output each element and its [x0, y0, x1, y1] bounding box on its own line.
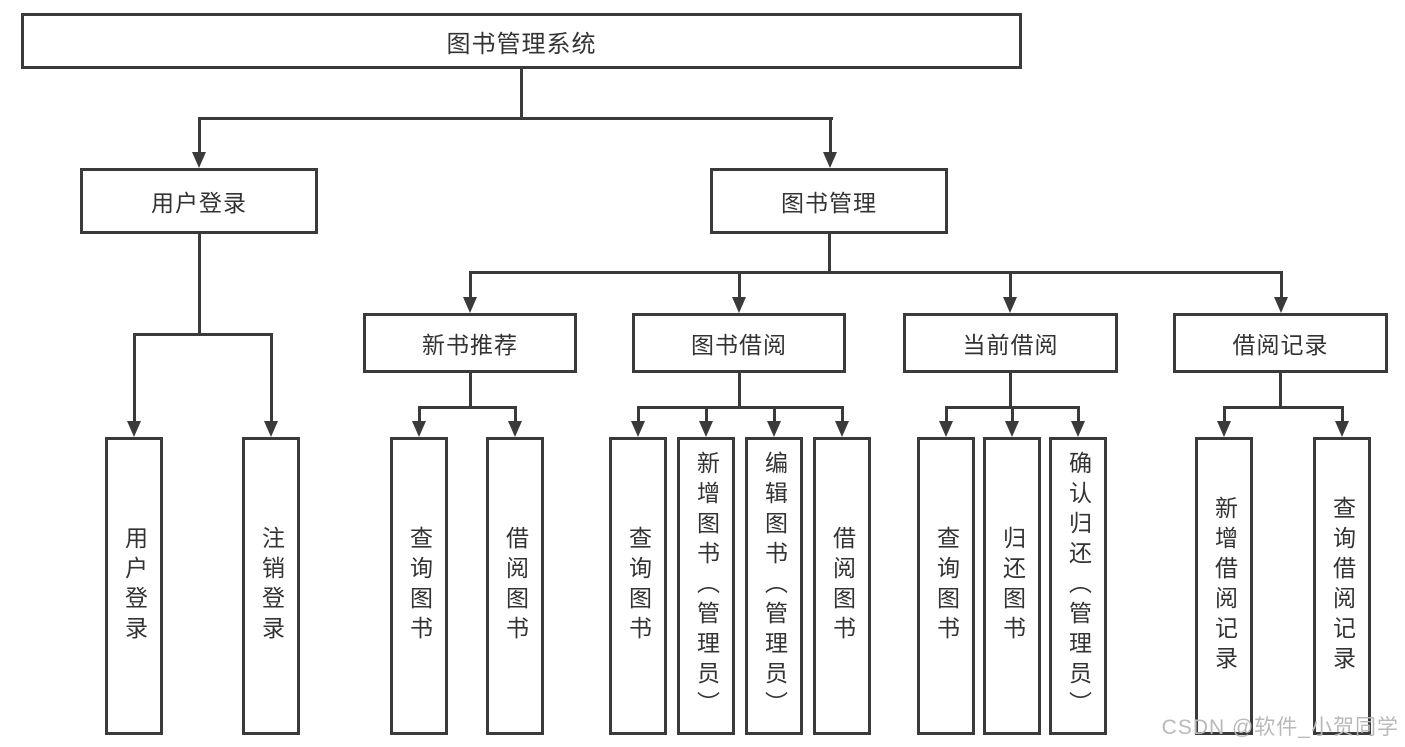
node-book-management-system: 图书管理系统 [21, 13, 1022, 69]
arrow-down-icon [508, 406, 522, 437]
node-new-book-recommendation: 新书推荐 [363, 313, 577, 373]
arrow-down-icon [412, 406, 426, 437]
node-label: 新增借阅记录 [1211, 496, 1238, 676]
node-label: 图书管理 [781, 190, 877, 216]
leaf-bb-edit-books-admin: 编辑图书（管理员） [745, 437, 803, 735]
leaf-logout: 注销登录 [242, 437, 300, 735]
connector-new-book-rail [418, 406, 517, 409]
arrow-down-icon [1335, 406, 1349, 437]
arrow-down-icon [127, 333, 141, 437]
leaf-br-query-record: 查询借阅记录 [1313, 437, 1371, 735]
connector-borrowing-records-rail [1223, 406, 1344, 409]
node-label: 用户登录 [151, 190, 247, 216]
connector-user-login-stem [198, 234, 201, 335]
arrow-down-icon [631, 406, 645, 437]
node-label: 用户登录 [121, 526, 148, 646]
node-current-borrowing: 当前借阅 [903, 313, 1118, 373]
leaf-bb-query-books: 查询图书 [609, 437, 667, 735]
leaf-cb-query-books: 查询图书 [917, 437, 975, 735]
connector-borrowing-records-stem [1279, 373, 1282, 408]
node-label: 图书管理系统 [446, 30, 597, 58]
arrow-down-icon [1274, 271, 1288, 313]
arrow-down-icon [264, 333, 278, 437]
connector-book-borrowing-rail [637, 406, 844, 409]
connector-root-stem [520, 69, 523, 118]
arrow-down-icon [1071, 406, 1085, 437]
node-label: 查询图书 [933, 526, 960, 646]
leaf-cb-return-books: 归还图书 [983, 437, 1041, 735]
connector-book-management-rail [469, 271, 1283, 274]
node-label: 查询借阅记录 [1329, 496, 1356, 676]
leaf-br-add-record: 新增借阅记录 [1195, 437, 1253, 735]
node-label: 注销登录 [258, 526, 285, 646]
leaf-user-login: 用户登录 [105, 437, 163, 735]
node-label: 查询图书 [625, 526, 652, 646]
leaf-nb-borrow-books: 借阅图书 [486, 437, 544, 735]
arrow-down-icon [1005, 406, 1019, 437]
node-label: 新书推荐 [422, 332, 518, 358]
connector-book-borrowing-stem [738, 373, 741, 408]
connector-user-login-rail [133, 333, 273, 336]
node-label: 归还图书 [999, 526, 1026, 646]
arrow-down-icon [192, 117, 206, 168]
arrow-down-icon [463, 271, 477, 313]
leaf-bb-add-books-admin: 新增图书（管理员） [677, 437, 735, 735]
arrow-down-icon [767, 406, 781, 437]
node-label: 借阅记录 [1232, 332, 1329, 358]
node-borrowing-records: 借阅记录 [1173, 313, 1388, 373]
arrow-down-icon [1003, 271, 1017, 313]
arrow-down-icon [1217, 406, 1231, 437]
arrow-down-icon [835, 406, 849, 437]
node-label: 图书借阅 [691, 332, 787, 358]
node-label: 编辑图书（管理员） [761, 451, 788, 721]
node-label: 查询图书 [406, 526, 433, 646]
leaf-bb-borrow-books: 借阅图书 [813, 437, 871, 735]
node-label: 当前借阅 [962, 332, 1059, 358]
node-label: 新增图书（管理员） [693, 451, 720, 721]
arrow-down-icon [699, 406, 713, 437]
node-label: 借阅图书 [829, 526, 856, 646]
node-label: 借阅图书 [502, 526, 529, 646]
node-user-login: 用户登录 [80, 168, 318, 234]
leaf-nb-query-books: 查询图书 [390, 437, 448, 735]
connector-book-management-stem [828, 234, 831, 273]
arrow-down-icon [939, 406, 953, 437]
node-book-management: 图书管理 [710, 168, 948, 234]
leaf-cb-confirm-return-admin: 确认归还（管理员） [1049, 437, 1107, 735]
node-book-borrowing: 图书借阅 [632, 313, 846, 373]
node-label: 确认归还（管理员） [1065, 451, 1092, 721]
arrow-down-icon [823, 117, 837, 168]
connector-current-borrowing-stem [1009, 373, 1012, 408]
connector-root-rail [198, 117, 833, 120]
connector-new-book-stem [469, 373, 472, 408]
arrow-down-icon [732, 271, 746, 313]
